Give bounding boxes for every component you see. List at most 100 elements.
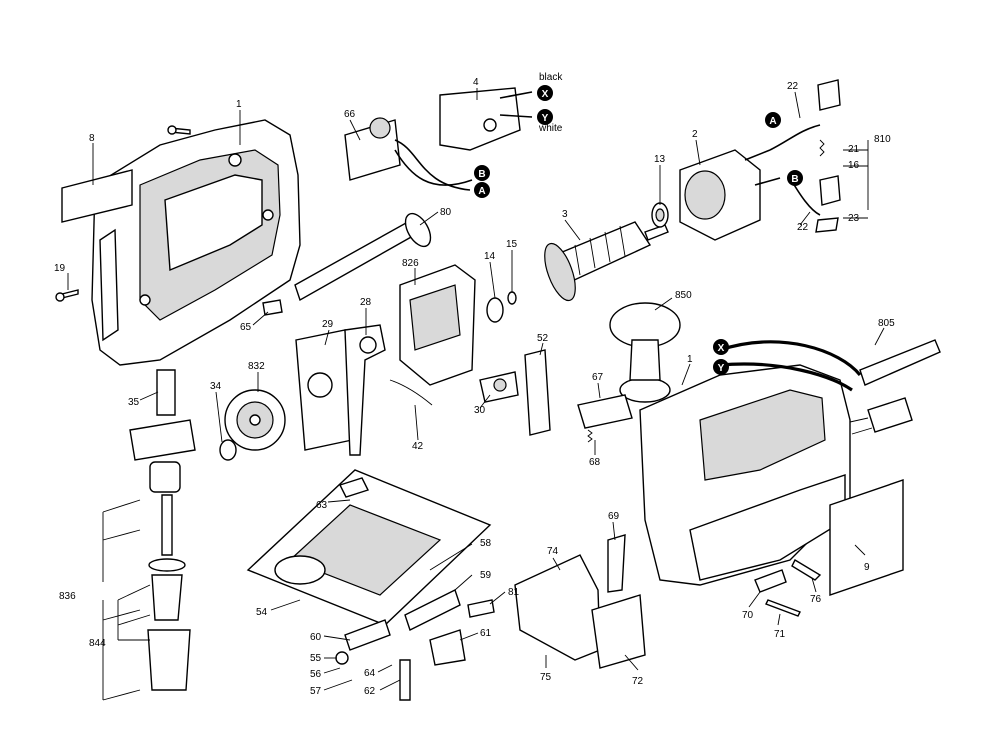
bearing-14-15 xyxy=(486,291,517,323)
callout: 16 xyxy=(848,160,860,171)
screw-parts-70-71-76 xyxy=(754,559,822,617)
roller-parts xyxy=(335,589,495,701)
callout: 35 xyxy=(128,397,140,408)
callout: 42 xyxy=(412,441,424,452)
lever-52 xyxy=(524,349,551,436)
svg-text:A: A xyxy=(769,116,776,127)
callout: 3 xyxy=(562,209,568,220)
gear-housing-826 xyxy=(399,264,476,386)
label-plate-9 xyxy=(829,479,904,596)
callout: 64 xyxy=(364,668,376,679)
badge-a-right: A xyxy=(765,112,781,128)
badge-b-right: B xyxy=(787,170,803,186)
yoke-28 xyxy=(344,324,386,456)
callout: 75 xyxy=(540,672,552,683)
field-coil-2 xyxy=(679,149,781,241)
callout: 810 xyxy=(874,134,891,145)
label-plate-8 xyxy=(61,169,133,223)
callout: 80 xyxy=(440,207,452,218)
callout: 69 xyxy=(608,511,620,522)
callout: 60 xyxy=(310,632,322,643)
leader-lines xyxy=(67,88,885,701)
callout: 826 xyxy=(402,258,419,269)
callout: 21 xyxy=(848,144,860,155)
badge-y-cord: Y xyxy=(713,359,729,375)
callout: 59 xyxy=(480,570,492,581)
yoke-29 xyxy=(295,329,353,451)
callout: 13 xyxy=(654,154,666,165)
callout: 54 xyxy=(256,607,268,618)
plug-icon xyxy=(849,397,913,435)
callout: 57 xyxy=(310,686,322,697)
svg-text:B: B xyxy=(478,169,485,180)
power-cord-805 xyxy=(719,339,941,392)
callout: 66 xyxy=(344,109,356,120)
wire-label-black: black xyxy=(539,72,563,83)
callout: 4 xyxy=(473,77,479,88)
callout: 63 xyxy=(316,500,328,511)
wire-label-white: white xyxy=(538,123,563,134)
armature-3 xyxy=(544,221,669,302)
spring-clip-42 xyxy=(389,379,433,406)
callout: 8 xyxy=(89,133,95,144)
clip-65 xyxy=(262,299,283,316)
callout: 72 xyxy=(632,676,644,687)
callout: 1 xyxy=(236,99,242,110)
callout: 28 xyxy=(360,297,372,308)
callout: 22 xyxy=(797,222,809,233)
badge-y-top: Y xyxy=(537,109,553,125)
callout: 844 xyxy=(89,638,106,649)
callout: 9 xyxy=(864,562,870,573)
callout: 58 xyxy=(480,538,492,549)
callout: 22 xyxy=(787,81,799,92)
svg-text:X: X xyxy=(542,89,549,100)
badge-a-left: A xyxy=(474,182,490,198)
callout: 1 xyxy=(687,354,693,365)
callout: 850 xyxy=(675,290,692,301)
plunger-column xyxy=(129,369,196,691)
svg-text:Y: Y xyxy=(542,113,549,124)
callout: 61 xyxy=(480,628,492,639)
plunger-rod-80 xyxy=(294,212,432,302)
callout-numbers: 1 8 19 65 66 4 80 3 13 2 22 21 16 810 23… xyxy=(54,77,895,697)
callout: 67 xyxy=(592,372,604,383)
callout: 29 xyxy=(322,319,334,330)
bearing-13 xyxy=(651,202,669,228)
callout: 2 xyxy=(692,129,698,140)
callout: 76 xyxy=(810,594,822,605)
callout: 74 xyxy=(547,546,559,557)
housing-left-half xyxy=(91,119,301,366)
gear-icon xyxy=(219,389,286,461)
svg-text:Y: Y xyxy=(718,363,725,374)
callout: 34 xyxy=(210,381,222,392)
cam-30 xyxy=(479,371,519,403)
callout: 14 xyxy=(484,251,496,262)
wire-connector-badges: X Y B A A B X Y black whit xyxy=(474,72,803,375)
callout: 55 xyxy=(310,653,322,664)
knob-850 xyxy=(609,302,681,381)
callout: 52 xyxy=(537,333,549,344)
callout: 836 xyxy=(59,591,76,602)
svg-text:B: B xyxy=(791,174,798,185)
callout: 30 xyxy=(474,405,486,416)
badge-b-left: B xyxy=(474,165,490,181)
callout: 23 xyxy=(848,213,860,224)
callout: 805 xyxy=(878,318,895,329)
spring-icon xyxy=(819,139,825,157)
chip-guard-74 xyxy=(514,534,646,669)
housing-assembled xyxy=(619,364,851,586)
callout: 19 xyxy=(54,263,66,274)
callout: 68 xyxy=(589,457,601,468)
svg-text:X: X xyxy=(718,343,725,354)
screw-icon xyxy=(55,125,191,302)
callout: 71 xyxy=(774,629,786,640)
badge-x-cord: X xyxy=(713,339,729,355)
callout: 56 xyxy=(310,669,322,680)
callout: 15 xyxy=(506,239,518,250)
badge-x-top: X xyxy=(537,85,553,101)
switch-lever-67 xyxy=(577,394,633,443)
callout: 81 xyxy=(508,587,520,598)
svg-text:A: A xyxy=(478,186,485,197)
callout: 70 xyxy=(742,610,754,621)
